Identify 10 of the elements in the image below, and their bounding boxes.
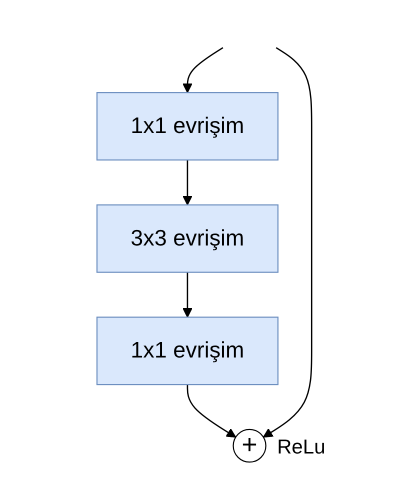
arrow xyxy=(186,384,236,438)
node-box: 3x3 evrişim xyxy=(96,204,278,273)
node-caption: ReLu xyxy=(277,436,326,459)
node-box: 1x1 evrişim xyxy=(96,316,278,386)
node-circle: + xyxy=(232,428,266,463)
arrow xyxy=(182,272,192,318)
node-box: 1x1 evrişim xyxy=(96,92,278,161)
arrow xyxy=(182,47,224,94)
arrow xyxy=(182,160,192,206)
arrow xyxy=(262,47,312,438)
